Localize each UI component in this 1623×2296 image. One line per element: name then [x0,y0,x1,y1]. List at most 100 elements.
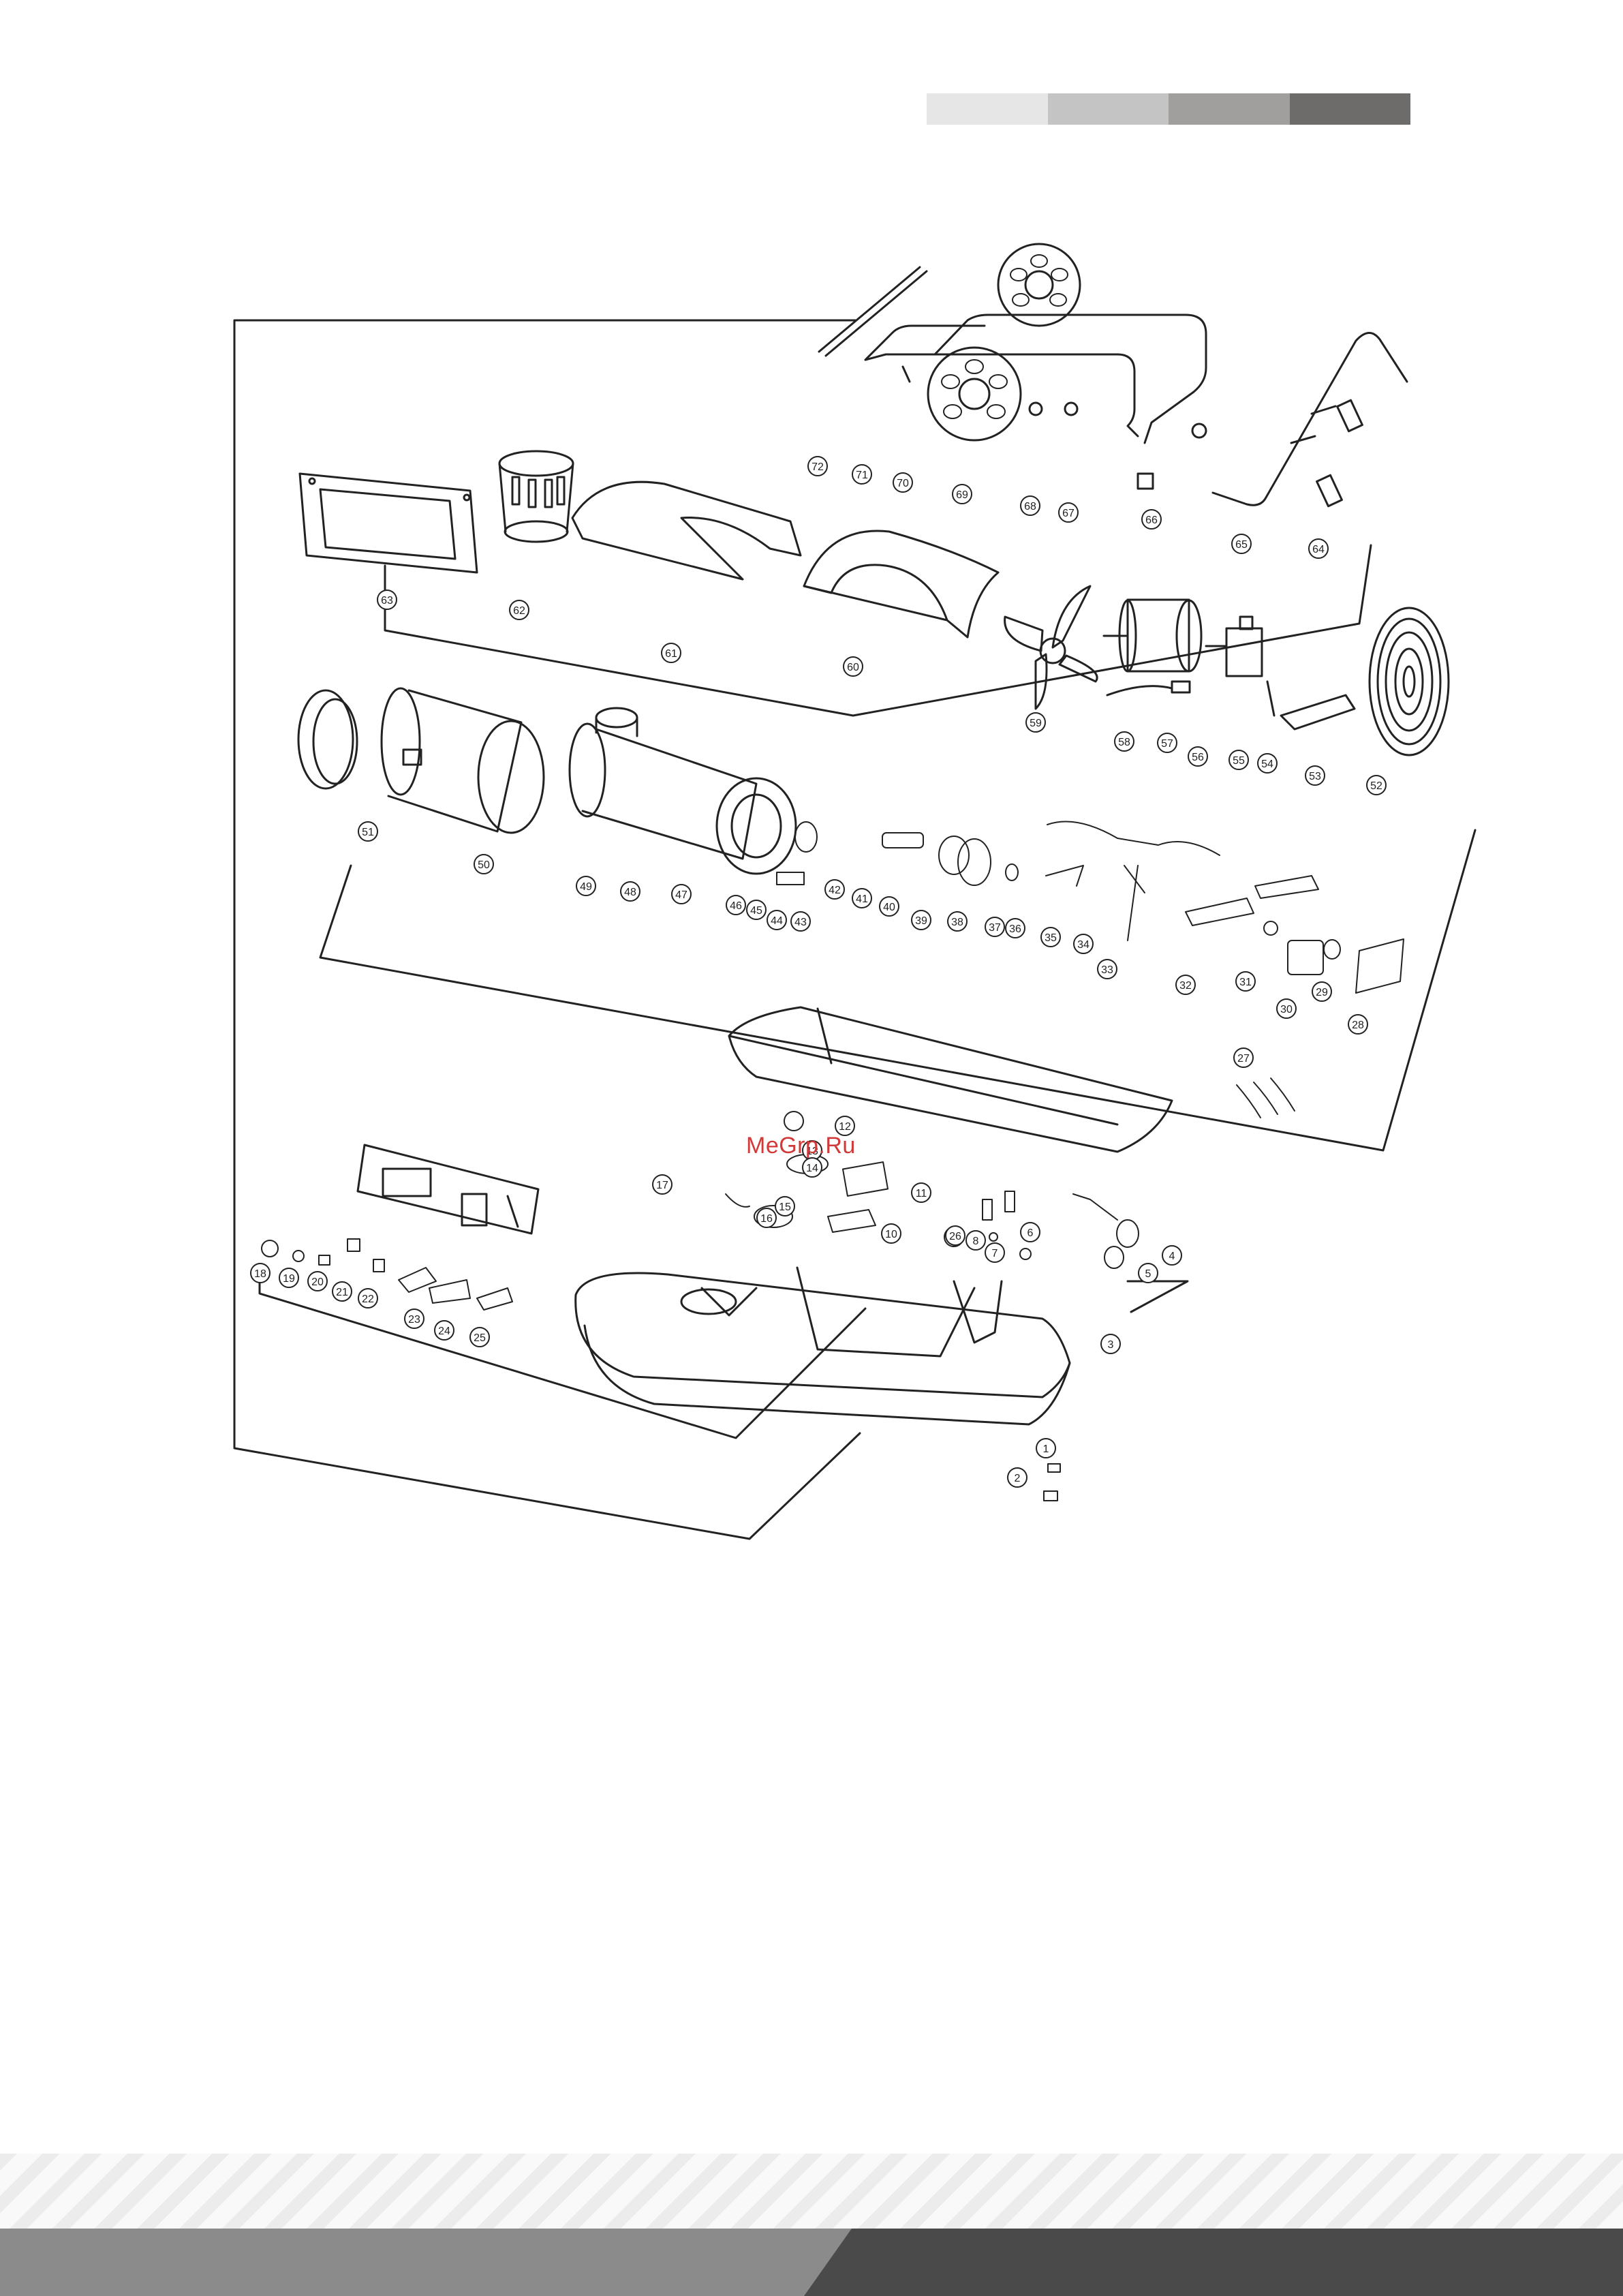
assembly-outline [234,320,860,1539]
callout-38: 38 [948,912,967,931]
wheel-front [928,348,1021,440]
callout-7: 7 [985,1243,1004,1262]
callout-61: 61 [662,643,681,662]
callout-33: 33 [1098,960,1117,979]
callout-number: 12 [839,1121,851,1133]
callout-6: 6 [1021,1223,1040,1242]
callout-40: 40 [880,897,899,916]
callout-number: 35 [1045,932,1057,944]
callout-59: 59 [1026,713,1045,732]
fan-guard [1370,608,1449,755]
callout-number: 22 [362,1294,374,1305]
callout-number: 44 [771,915,783,927]
callout-number: 55 [1233,755,1245,767]
callout-number: 37 [989,922,1001,934]
control-bracket [260,1281,865,1438]
callout-3: 3 [1101,1334,1120,1353]
small-parts [262,1112,1139,1501]
callout-15: 15 [775,1197,794,1216]
callout-number: 24 [438,1326,450,1337]
callout-number: 15 [779,1201,791,1213]
callout-10: 10 [882,1224,901,1243]
callout-number: 16 [760,1213,773,1225]
callout-37: 37 [985,917,1004,936]
callout-number: 20 [311,1276,324,1288]
callout-67: 67 [1059,503,1078,522]
callout-number: 53 [1309,771,1321,782]
callout-number: 67 [1062,508,1075,519]
combustion-ring [298,690,357,789]
callout-number: 10 [885,1229,897,1240]
outer-cylinder [570,708,796,874]
inner-cylinder [382,688,544,833]
callout-35: 35 [1041,928,1060,947]
callout-number: 5 [1145,1268,1151,1280]
watermark-text: MeGrp.Ru [746,1133,856,1159]
callout-70: 70 [893,473,912,492]
callout-1: 1 [1036,1439,1055,1458]
callout-number: 31 [1239,977,1252,988]
callout-18: 18 [251,1264,270,1283]
callout-48: 48 [621,882,640,901]
front-panel [300,474,477,572]
callout-22: 22 [358,1289,377,1308]
callout-71: 71 [852,465,871,484]
push-handle [1213,333,1407,505]
handle-frame [865,315,1206,443]
callout-number: 29 [1316,987,1328,998]
callout-number: 18 [254,1268,266,1280]
callout-65: 65 [1232,534,1251,553]
callout-number: 57 [1161,738,1173,750]
callout-number: 70 [897,478,909,489]
callout-39: 39 [912,910,931,930]
callout-number: 60 [847,662,859,673]
callout-66: 66 [1142,510,1161,529]
callout-14: 14 [803,1158,822,1177]
callout-36: 36 [1006,919,1025,938]
callout-number: 38 [951,917,963,928]
callout-number: 40 [883,902,895,913]
callout-44: 44 [767,910,786,930]
callout-34: 34 [1074,934,1093,953]
callout-number: 68 [1024,501,1036,512]
callout-number: 69 [956,489,968,501]
callout-32: 32 [1176,975,1195,994]
callout-number: 48 [624,887,636,898]
motor [1104,600,1201,695]
callout-number: 26 [949,1231,961,1242]
callout-53: 53 [1305,766,1325,785]
callout-58: 58 [1115,732,1134,751]
footer-band-dark [804,2229,1623,2296]
callout-number: 21 [336,1287,348,1298]
callout-16: 16 [757,1208,776,1227]
callout-number: 43 [794,917,807,928]
callout-23: 23 [405,1309,424,1328]
page-footer [0,2154,1623,2296]
callout-50: 50 [474,855,493,874]
callout-number: 28 [1352,1020,1364,1031]
fan [1005,586,1098,709]
callout-20: 20 [308,1272,327,1291]
callout-27: 27 [1234,1048,1253,1067]
callout-number: 65 [1235,539,1248,551]
callout-number: 49 [580,881,592,893]
callout-30: 30 [1277,999,1296,1018]
wheel-frame-group [819,244,1407,506]
callout-number: 39 [915,915,927,927]
side-tube [819,267,927,356]
callout-24: 24 [435,1321,454,1340]
callout-56: 56 [1188,747,1207,766]
callout-number: 46 [730,900,742,912]
callout-number: 1 [1043,1443,1049,1455]
callout-number: 58 [1118,737,1130,748]
wheel-rear [998,244,1080,326]
callout-68: 68 [1021,496,1040,515]
callout-63: 63 [377,590,397,609]
control-panel [358,1145,538,1234]
exploded-parts-diagram: 1234567891011121314151617181920212223242… [0,0,1623,1581]
callout-number: 45 [750,905,762,917]
callout-number: 71 [856,470,868,481]
chimney [499,451,573,542]
callout-69: 69 [953,485,972,504]
callout-number: 4 [1169,1251,1175,1262]
